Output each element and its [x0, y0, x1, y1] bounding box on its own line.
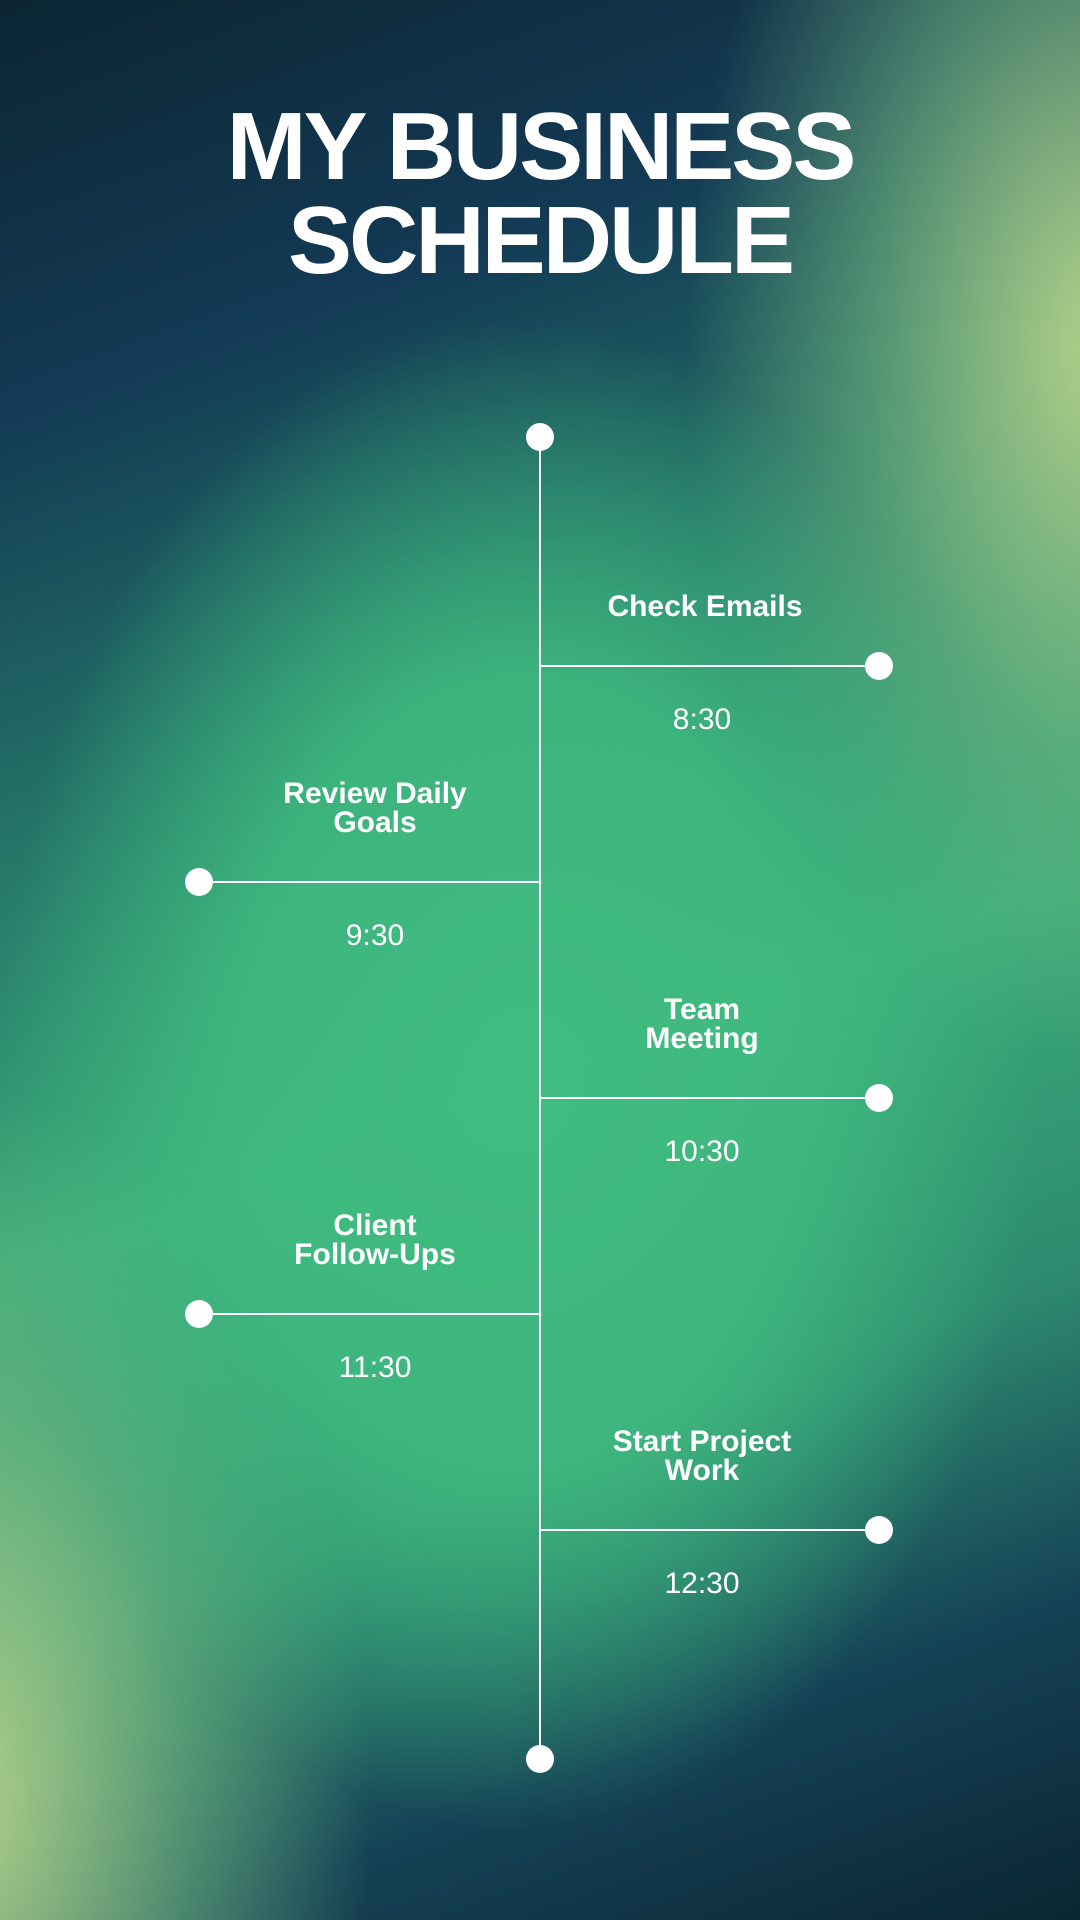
task-time: 9:30: [345, 919, 405, 952]
task-label-line-1: Team: [663, 993, 741, 1026]
task-label: Start Project Work: [532, 1425, 872, 1487]
title-line-1: MY BUSINESS: [226, 93, 857, 200]
task-label: Check Emails: [535, 590, 875, 623]
task-time: 8:30: [672, 703, 732, 736]
task-label-line-2: Work: [664, 1454, 740, 1487]
branch-line: [199, 1313, 540, 1315]
task-label-line-1: Check Emails: [607, 590, 803, 623]
branch-end-dot: [865, 1084, 893, 1112]
page-title: MY BUSINESS SCHEDULE: [0, 93, 1080, 294]
task-label-line-2: Follow-Ups: [294, 1238, 456, 1271]
task-label-line-1: Start Project: [612, 1425, 792, 1458]
timeline-end-dot: [526, 1745, 554, 1773]
branch-end-dot: [865, 1516, 893, 1544]
task-label: Team Meeting: [532, 993, 872, 1055]
task-label-line-1: Review Daily: [283, 777, 467, 810]
branch-end-dot: [865, 652, 893, 680]
title-line-2: SCHEDULE: [287, 187, 795, 294]
task-time: 12:30: [664, 1567, 740, 1600]
branch-line: [540, 1097, 879, 1099]
branch-line: [540, 1529, 879, 1531]
task-label-line-2: Goals: [333, 806, 417, 839]
task-label-line-1: Client: [333, 1209, 417, 1242]
task-time: 11:30: [338, 1351, 412, 1384]
task-label: Review Daily Goals: [205, 777, 545, 839]
branch-end-dot: [185, 1300, 213, 1328]
task-label: Client Follow-Ups: [205, 1209, 545, 1271]
task-time: 10:30: [664, 1135, 740, 1168]
branch-line: [199, 881, 540, 883]
branch-end-dot: [185, 868, 213, 896]
timeline-start-dot: [526, 423, 554, 451]
task-label-line-2: Meeting: [645, 1022, 759, 1055]
branch-line: [540, 665, 879, 667]
